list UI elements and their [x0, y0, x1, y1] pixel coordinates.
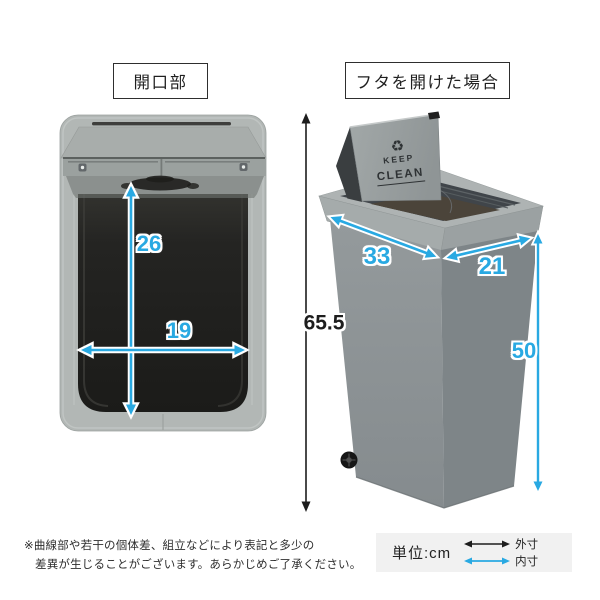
outer-height-arrow [301, 113, 311, 512]
disclaimer-line2: 差異が生じることがございます。あらかじめご了承ください。 [35, 559, 362, 571]
outer-dim-label: 外寸 [515, 539, 539, 551]
outer-dim-legend-row: 外寸 [463, 536, 538, 552]
dim-label-inner-height-side: 50 [511, 338, 537, 363]
inner-height-side-arrow [530, 229, 546, 496]
inner-width-arrow [76, 341, 250, 359]
dim-label-outer-width: 33 [363, 243, 391, 270]
dim-label-inner-width-top: 19 [166, 318, 192, 343]
outer-width-arrow [326, 213, 441, 261]
outer-depth-arrow [442, 232, 535, 264]
unit-legend: 単位:cm 外寸 内寸 [376, 533, 572, 572]
caster-wheel [340, 451, 358, 469]
disclaimer-note: ※曲線部や若干の個体差、組立などにより表記と多少の 差異が生じることがございます… [24, 537, 384, 575]
lid-lock-tab [428, 111, 440, 120]
flap-top-slope [60, 126, 267, 159]
hinge-screw-left [78, 163, 87, 172]
inner-dim-legend-row: 内寸 [463, 553, 538, 569]
left-view-title: 開口部 [133, 74, 188, 92]
inner-height-arrow [122, 181, 140, 420]
flap-front [63, 159, 266, 176]
right-view-title-box: フタを開けた場合 [345, 62, 510, 99]
can-body-front [330, 219, 444, 508]
lid-hinge-side [336, 127, 362, 206]
inner-dim-arrow-icon [464, 557, 511, 565]
opening-top-view [59, 114, 267, 432]
right-view-title: フタを開けた場合 [355, 73, 500, 92]
can-body-right [441, 231, 538, 508]
dim-label-outer-depth: 21 [478, 253, 506, 280]
opening-cavity [78, 188, 248, 412]
inner-dim-label: 内寸 [515, 556, 539, 568]
open-lid-side-view [317, 111, 545, 509]
hinge-screw-right [239, 163, 248, 171]
left-view-title-box: 開口部 [113, 63, 208, 99]
dim-label-outer-height: 65.5 [303, 311, 345, 335]
lid-slot [92, 122, 231, 126]
unit-label: 単位:cm [392, 545, 452, 562]
lid-logo: ♻ KEEP CLEAN [369, 136, 429, 187]
outer-dim-arrow-icon [464, 540, 511, 548]
disclaimer-line1: ※曲線部や若干の個体差、組立などにより表記と多少の [24, 540, 315, 552]
dim-label-inner-height-top: 26 [136, 231, 162, 256]
legend-arrows: 外寸 内寸 [463, 536, 538, 569]
